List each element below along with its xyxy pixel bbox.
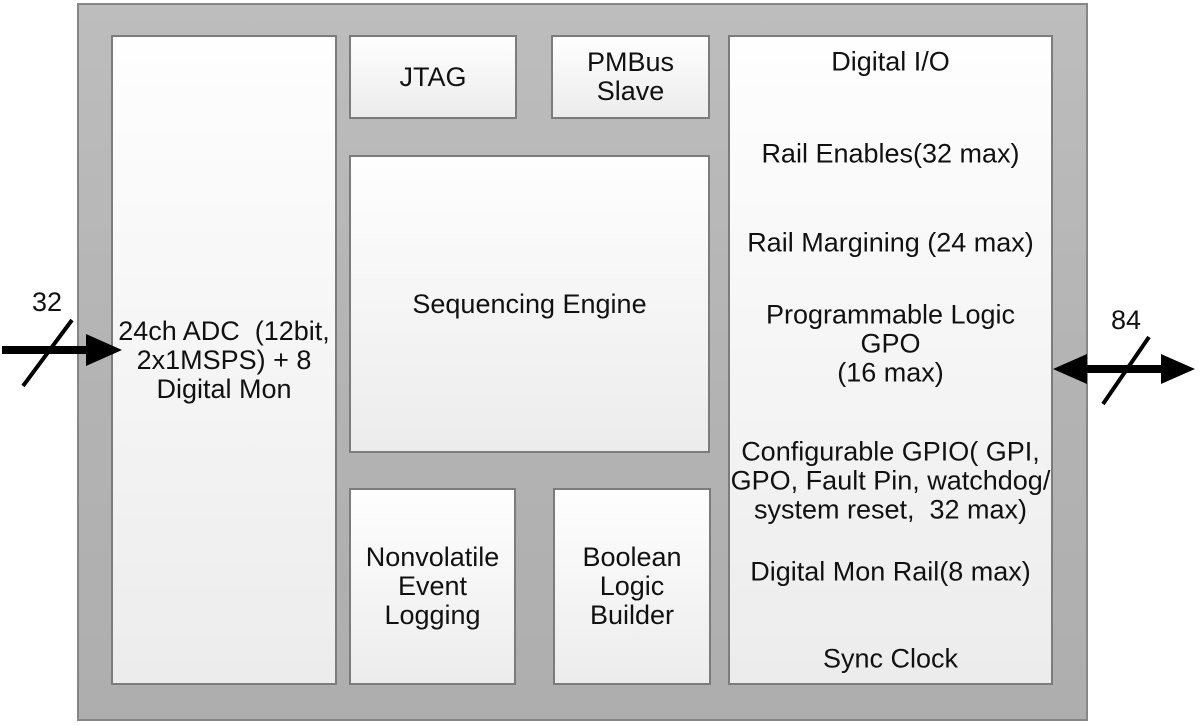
pmbus-slave-block: PMBus Slave <box>551 35 710 119</box>
bidirectional-bus-arrow-icon <box>1053 335 1195 406</box>
digital-io-item: Digital Mon Rail(8 max) <box>750 556 1031 587</box>
digital-io-item: Programmable Logic GPO (16 max) <box>765 299 1016 388</box>
input-bus-arrow-icon <box>2 318 122 388</box>
boolean-logic-builder-label: Boolean Logic Builder <box>582 542 682 630</box>
sequencing-engine-label: Sequencing Engine <box>412 288 647 319</box>
digital-io-item: Sync Clock <box>822 643 959 674</box>
digital-io-item: Rail Margining (24 max) <box>747 227 1034 258</box>
digital-io-item: Rail Enables(32 max) <box>761 138 1020 169</box>
nonvolatile-logging-label: Nonvolatile Event Logging <box>365 542 500 630</box>
sequencing-engine-block: Sequencing Engine <box>349 155 710 453</box>
pmbus-slave-label: PMBus Slave <box>586 47 675 106</box>
adc-label: 24ch ADC (12bit, 2x1MSPS) + 8 Digital Mo… <box>118 315 330 404</box>
nonvolatile-logging-block: Nonvolatile Event Logging <box>349 488 516 685</box>
left-bus-width-label: 32 <box>31 287 63 317</box>
right-bus-width-label: 84 <box>1110 305 1142 335</box>
digital-io-block: Digital I/O Rail Enables(32 max) Rail Ma… <box>728 35 1053 685</box>
jtag-label: JTAG <box>399 61 467 92</box>
boolean-logic-builder-block: Boolean Logic Builder <box>553 488 711 685</box>
jtag-block: JTAG <box>349 35 517 119</box>
adc-block: 24ch ADC (12bit, 2x1MSPS) + 8 Digital Mo… <box>111 35 337 685</box>
digital-io-title: Digital I/O <box>831 46 950 77</box>
digital-io-item: Configurable GPIO( GPI, GPO, Fault Pin, … <box>730 436 1051 525</box>
